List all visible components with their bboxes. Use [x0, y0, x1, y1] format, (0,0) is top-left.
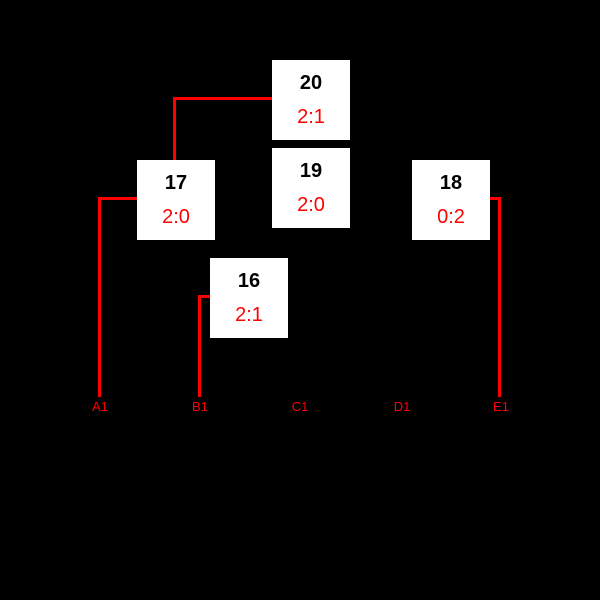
connector-18-e1-vertical: [498, 197, 501, 397]
connector-16-b1-vertical: [198, 295, 201, 397]
match-number: 19: [299, 160, 323, 183]
slot-label-e1: E1: [493, 399, 509, 414]
match-box-16[interactable]: 16 2:1: [210, 258, 288, 338]
slot-label-a1: A1: [92, 399, 108, 414]
connector-16-b1-horizontal: [198, 295, 210, 298]
match-score: 0:2: [437, 205, 465, 228]
connector-17-a1-horizontal: [98, 197, 137, 200]
slot-label-c1: C1: [291, 399, 309, 414]
connector-20-17-vertical: [173, 97, 176, 160]
match-box-19[interactable]: 19 2:0: [272, 148, 350, 228]
match-number: 20: [299, 72, 323, 95]
match-number: 17: [164, 172, 188, 195]
connector-20-17-horizontal: [173, 97, 272, 100]
slot-label-d1: D1: [393, 399, 411, 414]
match-box-17[interactable]: 17 2:0: [137, 160, 215, 240]
connector-18-e1-horizontal: [490, 197, 501, 200]
match-score: 2:0: [162, 205, 190, 228]
match-box-18[interactable]: 18 0:2: [412, 160, 490, 240]
match-score: 2:1: [297, 105, 325, 128]
match-number: 16: [237, 270, 261, 293]
match-score: 2:1: [235, 303, 263, 326]
connector-17-a1-vertical: [98, 197, 101, 397]
match-score: 2:0: [297, 193, 325, 216]
match-number: 18: [439, 172, 463, 195]
slot-label-b1: B1: [192, 399, 208, 414]
match-box-20[interactable]: 20 2:1: [272, 60, 350, 140]
